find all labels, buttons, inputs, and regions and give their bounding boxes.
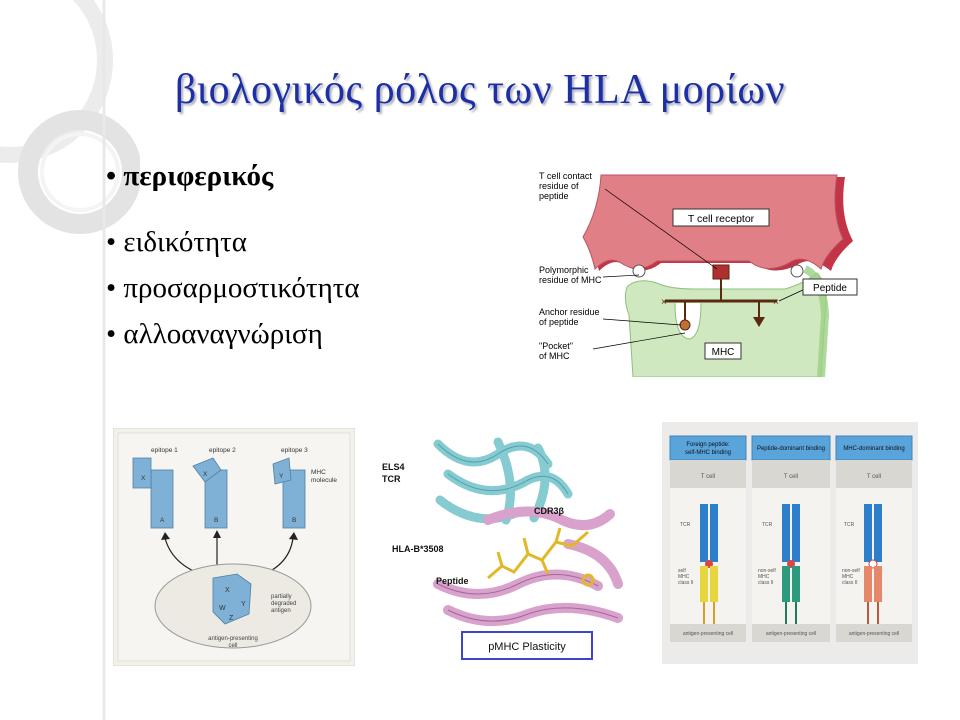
tcr-mhc-diagram: T cell receptor × × T cell contact resid… [535,165,860,377]
degraded-label-3: antigen [271,608,291,614]
label-x-apc: X [225,587,230,594]
decorative-swirl [0,0,140,720]
label-x-mid: X [203,471,208,478]
panel1-tcr: TCR [680,522,691,528]
panel2-apc: antigen-presenting cell [766,631,816,637]
label-x-top: X [141,475,146,482]
panel3-mhc-3: class II [842,580,858,586]
panel1-mhc-1: self [678,568,686,574]
bullet-adaptability: • προσαρμοστικότητα [106,272,360,304]
panel1-header-2: self-MHC binding [685,450,731,456]
panel2-tcell: T cell [784,474,798,480]
anchor-label-1: Anchor residue [539,307,600,317]
tcr-label: T cell receptor [688,213,755,225]
tcr-structure-label: TCR [382,474,401,484]
binding-panel-2: Peptide-dominant binding T cell antigen-… [751,435,831,642]
apc-label-2: cell [228,643,237,649]
label-b1: B [214,517,218,524]
panel1-apc: antigen-presenting cell [683,631,733,637]
anchor-label-2: of peptide [539,317,579,327]
label-w-apc: W [219,605,226,612]
label-a: A [160,517,165,524]
panel2-mhc-1: non-self [758,568,776,574]
plasticity-label: pMHC Plasticity [488,641,566,653]
binding-modes-figure: Foreign peptide: self-MHC binding T cell… [662,422,918,664]
contact-label-2: residue of [539,181,579,191]
panel2-tcr: TCR [762,522,773,528]
svg-text:×: × [661,297,667,308]
slide-title: βιολογικός ρόλος των HLA μορίων [174,67,786,113]
bullet-peripheral: • περιφερικός [106,160,274,192]
polymorphic-label-1: Polymorphic [539,265,589,275]
label-y-top: Y [279,473,284,480]
epitope1-label: epitope 1 [151,447,178,454]
apc-label-1: antigen-presenting [208,636,258,642]
cdr-label: CDR3β [534,506,565,516]
panel2-header: Peptide-dominant binding [757,446,825,452]
panel2-mhc-2: MHC [758,574,770,580]
panel1-mhc-2: MHC [678,574,690,580]
panel1-mhc-3: class II [678,580,694,586]
bullet-specificity: • ειδικότητα [106,226,247,258]
bullet-alloreconition: • αλλοαναγνώριση [106,318,323,350]
panel3-apc: antigen-presenting cell [849,631,899,637]
hla-label: HLA-B*3508 [392,544,444,554]
label-b2: B [292,517,296,524]
els4-label: ELS4 [382,462,405,472]
contact-label-1: T cell contact [539,171,592,181]
degraded-label-2: degraded [271,601,296,607]
contact-label-3: peptide [539,191,569,201]
mhc-label: MHC [712,347,735,358]
panel3-tcr: TCR [844,522,855,528]
panel1-header-1: Foreign peptide: [686,442,730,448]
mhc-molecule-label-2: molecule [311,477,337,484]
panel3-tcell: T cell [867,474,881,480]
panel2-mhc-3: class II [758,580,774,586]
mhc-molecule-label-1: MHC [311,469,326,476]
label-y-apc: Y [241,601,246,608]
peptide-structure-label: Peptide [436,576,469,586]
panel1-tcell: T cell [701,474,715,480]
epitope2-label: epitope 2 [209,447,236,454]
pocket-label-1: "Pocket" [539,341,573,351]
peptide-label: Peptide [813,283,847,294]
label-z-apc: Z [229,615,234,622]
binding-panel-3: MHC-dominant binding T cell antigen-pres… [835,435,913,642]
svg-text:×: × [773,297,779,308]
pmhc-structure-figure: ELS4 TCR CDR3β HLA-B*3508 Peptide pMHC P… [378,434,640,666]
pocket-label-2: of MHC [539,351,570,361]
panel3-mhc-2: MHC [842,574,854,580]
epitope3-label: epitope 3 [281,447,308,454]
panel3-mhc-1: non-self [842,568,860,574]
polymorphic-label-2: residue of MHC [539,275,602,285]
binding-panel-1: Foreign peptide: self-MHC binding T cell… [669,435,747,642]
epitope-diagram: epitope 1 epitope 2 epitope 3 MHC molecu… [113,428,355,666]
panel3-header: MHC-dominant binding [843,446,904,452]
tcr-label-box [672,208,770,227]
degraded-label-1: partially [271,594,292,600]
